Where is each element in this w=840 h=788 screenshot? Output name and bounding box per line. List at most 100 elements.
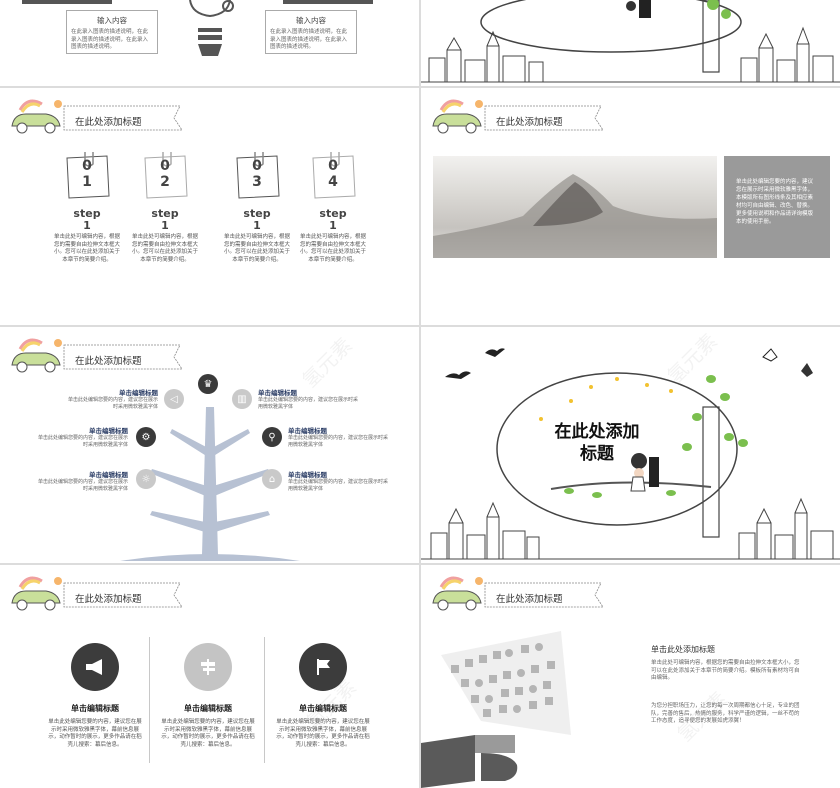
column-title: 单击编辑标题 bbox=[71, 704, 119, 713]
column-title: 单击编辑标题 bbox=[299, 704, 347, 713]
tree-item-title: 单击编辑标题 bbox=[89, 471, 128, 479]
sticky-note: 0 2 bbox=[141, 152, 189, 200]
dark-bar-left bbox=[22, 0, 112, 4]
tree-item-2[interactable]: 单击编辑标题 单击此处编辑您要的内容，建议您在展示时采用微软雅黑字体 bbox=[258, 387, 358, 411]
step-number: 0 3 bbox=[252, 158, 262, 190]
tree-item-body: 单击此处编辑您要的内容，建议您在展示时采用微软雅黑字体 bbox=[37, 435, 128, 448]
mountain-silhouette bbox=[433, 174, 717, 258]
step-label: step 1 bbox=[73, 207, 101, 232]
lightbulb-icon bbox=[189, 0, 234, 56]
step-card-4[interactable]: 0 4 step 1 单击此处可编辑内容，根据您的需要自由拉伸文本框大小。您可以… bbox=[298, 152, 368, 264]
banner-flag bbox=[484, 582, 604, 608]
column-divider bbox=[264, 637, 265, 763]
tree-item-title: 单击编辑标题 bbox=[258, 389, 297, 397]
page-title: 在此处添加标题 bbox=[75, 594, 142, 605]
town-illustration bbox=[421, 0, 840, 83]
step-card-2[interactable]: 0 2 step 1 单击此处可编辑内容，根据您的需要自由拉伸文本框大小。您可以… bbox=[130, 152, 200, 264]
megaphone-icon: ◁ bbox=[164, 389, 184, 409]
step-label: step 1 bbox=[243, 207, 271, 232]
car-icon bbox=[432, 99, 483, 134]
feature-column-2[interactable]: 单击编辑标题 单击此处编辑您要的内容，建议您在展示时采用微软雅黑字体，幕前信息展… bbox=[159, 643, 257, 749]
sticky-note: 0 1 bbox=[63, 152, 111, 200]
slide-steps[interactable]: 在此处添加标题 0 1 step 1 单击此处可编辑内容，根据您的需要自由拉伸文… bbox=[0, 88, 419, 325]
tree-item-body: 单击此处编辑您要的内容，建议您在展示时采用微软雅黑字体 bbox=[37, 479, 128, 492]
slide-cover[interactable]: 在此处添加标题 氢元素 bbox=[421, 327, 840, 563]
tree-item-title: 单击编辑标题 bbox=[119, 389, 158, 397]
ink-painting-image bbox=[433, 156, 717, 258]
cover-illustration bbox=[421, 348, 840, 560]
tree-item-3[interactable]: 单击编辑标题 单击此处编辑您要的内容，建议您在展示时采用微软雅黑字体 bbox=[36, 425, 128, 449]
tree-item-1[interactable]: 单击编辑标题 单击此处编辑您要的内容，建议您在展示时采用微软雅黑字体 bbox=[64, 387, 158, 411]
column-body: 单击此处编辑您要的内容，建议您在展示时采用微软雅黑字体，幕前信息展示，动作暂时的… bbox=[276, 719, 370, 748]
cover-title: 在此处添加标题 bbox=[554, 422, 640, 464]
content-box-right[interactable]: 输入内容 在此录入图表的描述说明，在此录入图表的描述说明，在此录入图表的描述说明… bbox=[265, 10, 357, 54]
tree-item-body: 单击此处编辑您要的内容，建议您在展示时采用微软雅黑字体 bbox=[258, 397, 359, 410]
page-title: 在此处添加标题 bbox=[496, 594, 563, 605]
tree-item-title: 单击编辑标题 bbox=[89, 427, 128, 435]
step-label: step 1 bbox=[319, 207, 347, 232]
banner-flag bbox=[63, 344, 183, 370]
tree-item-5[interactable]: 单击编辑标题 单击此处编辑您要的内容，建议您在展示时采用微软雅黑字体 bbox=[36, 469, 128, 493]
step-desc: 单击此处可编辑内容，根据您的需要自由拉伸文本框大小。您可以在此处添加关于本章节的… bbox=[299, 234, 366, 263]
sticky-note: 0 4 bbox=[309, 152, 357, 200]
slide-divider-row3 bbox=[0, 563, 840, 565]
content-box-left[interactable]: 输入内容 在此录入图表的描述说明，在此录入图表的描述说明，在此录入图表的描述说明… bbox=[66, 10, 158, 54]
car-icon bbox=[432, 576, 483, 611]
page-title: 在此处添加标题 bbox=[496, 117, 563, 128]
slide-divider-row1 bbox=[0, 86, 840, 88]
step-label: step 1 bbox=[151, 207, 179, 232]
page-title: 在此处添加标题 bbox=[75, 117, 142, 128]
step-card-3[interactable]: 0 3 step 1 单击此处可编辑内容，根据您的需要自由拉伸文本框大小。您可以… bbox=[222, 152, 292, 264]
column-divider bbox=[149, 637, 150, 763]
step-card-1[interactable]: 0 1 step 1 单击此处可编辑内容，根据您的需要自由拉伸文本框大小。您可以… bbox=[52, 152, 122, 264]
lightbulb-icon: ☼ bbox=[136, 469, 156, 489]
ink-description-text: 单击此处编辑您要的内容，建议您在展示时采用微软雅黑字体，本模版所有图形线条及其相… bbox=[736, 179, 814, 225]
paperclip-note-icon bbox=[312, 152, 356, 199]
slide-megaphone[interactable]: 在此处添加标题 单击此处添加标题 单击此处可编辑内容，根据您的需要自由拉伸文本框… bbox=[421, 565, 840, 788]
feature-column-3[interactable]: 单击编辑标题 单击此处编辑您要的内容，建议您在展示时采用微软雅黑字体，幕前信息展… bbox=[274, 643, 372, 749]
page-title: 在此处添加标题 bbox=[75, 356, 142, 367]
watermark: 氢元素 bbox=[297, 332, 357, 393]
search-icon: ⚲ bbox=[262, 427, 282, 447]
slide-three-columns[interactable]: 在此处添加标题 单击编辑标题 单击此处编辑您要的内容，建议您在展示时采用微软雅黑… bbox=[0, 565, 419, 788]
slide-divider-row2 bbox=[0, 325, 840, 327]
gears-icon: ⚙ bbox=[136, 427, 156, 447]
content-box-body: 在此录入图表的描述说明，在此录入图表的描述说明，在此录入图表的描述说明。 bbox=[270, 29, 348, 50]
step-desc: 单击此处可编辑内容，根据您的需要自由拉伸文本框大小。您可以在此处添加关于本章节的… bbox=[131, 234, 198, 263]
step-desc: 单击此处可编辑内容，根据您的需要自由拉伸文本框大小。您可以在此处添加关于本章节的… bbox=[53, 234, 120, 263]
slide-divider-vertical bbox=[419, 0, 421, 788]
banner-flag bbox=[484, 105, 604, 131]
section-paragraph-1: 单击此处可编辑内容，根据您的需要自由拉伸文本框大小，您可以在此处添加关于本章节的… bbox=[651, 660, 800, 681]
tree-item-6[interactable]: 单击编辑标题 单击此处编辑您要的内容，建议您在展示时采用微软雅黑字体 bbox=[288, 469, 388, 493]
slide-tree[interactable]: 在此处添加标题 ♛ ◁ ▥ ⚙ ⚲ ☼ ⌂ 单击编辑标题 单击此处编辑您要的内容… bbox=[0, 327, 419, 563]
car-icon bbox=[11, 576, 62, 611]
slide-infographic-partial[interactable]: 输入内容 在此录入图表的描述说明，在此录入图表的描述说明，在此录入图表的描述说明… bbox=[0, 0, 419, 86]
feature-column-1[interactable]: 单击编辑标题 单击此处编辑您要的内容，建议您在展示时采用微软雅黑字体，幕前信息展… bbox=[46, 643, 144, 749]
step-number: 0 4 bbox=[328, 158, 338, 190]
content-box-title: 输入内容 bbox=[296, 16, 326, 25]
home-icon: ⌂ bbox=[262, 469, 282, 489]
dark-bar-right bbox=[283, 0, 373, 4]
tree-item-body: 单击此处编辑您要的内容，建议您在展示时采用微软雅黑字体 bbox=[67, 397, 158, 410]
trophy-icon: ♛ bbox=[198, 374, 218, 394]
slide-cover-partial[interactable] bbox=[421, 0, 840, 86]
paperclip-note-icon bbox=[66, 152, 110, 199]
paperclip-note-icon bbox=[236, 152, 280, 199]
section-paragraph-2: 为您分担职场压力，让您的每一次周期都信心十足，专业的团队，完善的售后，热情的服务… bbox=[651, 703, 800, 724]
slide-ink-painting[interactable]: 在此处添加标题 单击此处编辑您要的内容，建议您在展示时采用微软雅黑字体，本模版所… bbox=[421, 88, 840, 325]
tree-item-title: 单击编辑标题 bbox=[288, 471, 327, 479]
tree-item-4[interactable]: 单击编辑标题 单击此处编辑您要的内容，建议您在展示时采用微软雅黑字体 bbox=[288, 425, 388, 449]
banner-flag bbox=[63, 105, 183, 131]
column-body: 单击此处编辑您要的内容，建议您在展示时采用微软雅黑字体，幕前信息展示，动作暂时的… bbox=[48, 719, 142, 748]
tree-item-body: 单击此处编辑您要的内容，建议您在展示时采用微软雅黑字体 bbox=[288, 479, 389, 492]
step-number: 0 1 bbox=[82, 158, 92, 190]
column-body: 单击此处编辑您要的内容，建议您在展示时采用微软雅黑字体，幕前信息展示，动作暂时的… bbox=[161, 719, 255, 748]
content-box-title: 输入内容 bbox=[97, 16, 127, 25]
megaphone-hand-illustration bbox=[421, 631, 571, 788]
ink-description-box[interactable]: 单击此处编辑您要的内容，建议您在展示时采用微软雅黑字体，本模版所有图形线条及其相… bbox=[724, 156, 830, 258]
step-desc: 单击此处可编辑内容，根据您的需要自由拉伸文本框大小。您可以在此处添加关于本章节的… bbox=[223, 234, 290, 263]
megaphone-icon bbox=[71, 643, 119, 691]
step-number: 0 2 bbox=[160, 158, 170, 190]
flag-icon bbox=[299, 643, 347, 691]
signpost-icon bbox=[184, 643, 232, 691]
